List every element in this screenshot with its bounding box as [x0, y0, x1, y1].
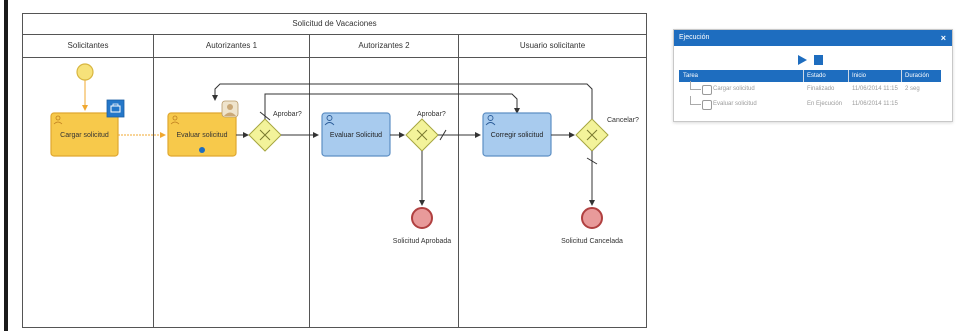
- flow-g1-corregir: [264, 93, 520, 119]
- cell-inicio: 11/06/2014 11:15: [852, 86, 898, 92]
- cell-duracion: 2 seg: [905, 86, 920, 92]
- tree-line: [690, 81, 691, 89]
- tree-line: [690, 96, 691, 104]
- column-header-inicio[interactable]: Inicio: [852, 73, 867, 79]
- lane-solicitantes: Solicitantes: [23, 35, 154, 327]
- cell-tarea: Cargar solicitud: [713, 86, 755, 92]
- cell-estado: Finalizado: [807, 86, 835, 92]
- gateway-label: Aprobar?: [417, 111, 446, 118]
- assignment-badge-icon[interactable]: [106, 99, 125, 118]
- user-task-icon: [170, 115, 180, 125]
- lane-title: Usuario solicitante: [459, 35, 646, 58]
- play-icon[interactable]: [798, 55, 807, 65]
- default-flow-mark: [439, 129, 447, 141]
- table-row[interactable]: Cargar solicitud Finalizado 11/06/2014 1…: [679, 81, 941, 97]
- end-event-aprobada[interactable]: Solicitud Aprobada: [393, 207, 451, 245]
- end-event-cancelada[interactable]: Solicitud Cancelada: [561, 207, 623, 245]
- gateway-label: Cancelar?: [607, 117, 639, 124]
- cell-estado: En Ejecución: [807, 101, 843, 107]
- task-label: Corregir solicitud: [491, 132, 544, 139]
- table-header: Tarea Estado Inicio Duración: [679, 70, 941, 82]
- bpmn-canvas[interactable]: Solicitud de Vacaciones Solicitantes Aut…: [22, 13, 647, 328]
- gateway-aprobar-1[interactable]: Aprobar?: [248, 111, 302, 152]
- tree-line: [690, 89, 701, 90]
- lane-title: Autorizantes 2: [310, 35, 458, 58]
- default-flow-mark: [586, 157, 598, 165]
- task-node-checkbox[interactable]: [702, 100, 712, 110]
- panel-header: Ejecución ×: [674, 30, 952, 46]
- column-header-duracion[interactable]: Duración: [905, 73, 930, 79]
- user-task-icon: [485, 115, 496, 126]
- left-edge-line: [4, 0, 8, 331]
- task-node-checkbox[interactable]: [702, 85, 712, 95]
- user-task-icon: [53, 115, 63, 125]
- cell-tarea: Evaluar solicitud: [713, 101, 757, 107]
- column-header-estado[interactable]: Estado: [807, 73, 826, 79]
- token-indicator: [199, 147, 205, 153]
- end-event-label: Solicitud Aprobada: [393, 238, 451, 245]
- tree-line: [690, 104, 701, 105]
- gateway-cancelar[interactable]: Cancelar?: [575, 117, 639, 152]
- close-icon[interactable]: ×: [940, 33, 946, 43]
- execution-panel: Ejecución × Tarea Estado Inicio Duración…: [673, 29, 953, 122]
- left-edge: [0, 0, 10, 331]
- task-evaluar-solicitud-1[interactable]: Evaluar solicitud: [167, 112, 237, 157]
- flow-g3-evaluar1: [212, 83, 593, 119]
- bpmn-diagram: Cargar solicitud Evaluar solicitud Aprob…: [50, 63, 639, 245]
- task-cargar-solicitud[interactable]: Cargar solicitud: [50, 112, 119, 157]
- execution-table: Tarea Estado Inicio Duración Cargar soli…: [679, 70, 941, 112]
- task-label: Cargar solicitud: [60, 132, 109, 139]
- lane-title: Solicitantes: [23, 35, 153, 58]
- task-corregir-solicitud[interactable]: Corregir solicitud: [482, 112, 552, 157]
- user-avatar-icon[interactable]: [221, 100, 239, 118]
- start-event[interactable]: [76, 63, 94, 81]
- lane-title: Autorizantes 1: [154, 35, 309, 58]
- panel-title: Ejecución: [679, 34, 710, 41]
- stop-icon[interactable]: [814, 55, 823, 65]
- gateway-label: Aprobar?: [273, 111, 302, 118]
- lane-autorizantes-1: Autorizantes 1: [154, 35, 310, 327]
- end-event-label: Solicitud Cancelada: [561, 238, 623, 245]
- gateway-aprobar-2[interactable]: Aprobar?: [405, 111, 446, 152]
- task-label: Evaluar solicitud: [177, 132, 228, 139]
- lane-usuario-solicitante: Usuario solicitante: [459, 35, 646, 327]
- lane-autorizantes-2: Autorizantes 2: [310, 35, 459, 327]
- task-evaluar-solicitud-2[interactable]: Evaluar Solicitud: [321, 112, 391, 157]
- user-task-icon: [324, 115, 335, 126]
- table-row[interactable]: Evaluar solicitud En Ejecución 11/06/201…: [679, 96, 941, 112]
- default-flow-mark: [259, 111, 271, 121]
- task-label: Evaluar Solicitud: [330, 132, 382, 139]
- column-header-tarea[interactable]: Tarea: [683, 73, 699, 79]
- pool-title: Solicitud de Vacaciones: [23, 14, 646, 35]
- cell-inicio: 11/06/2014 11:15: [852, 101, 898, 107]
